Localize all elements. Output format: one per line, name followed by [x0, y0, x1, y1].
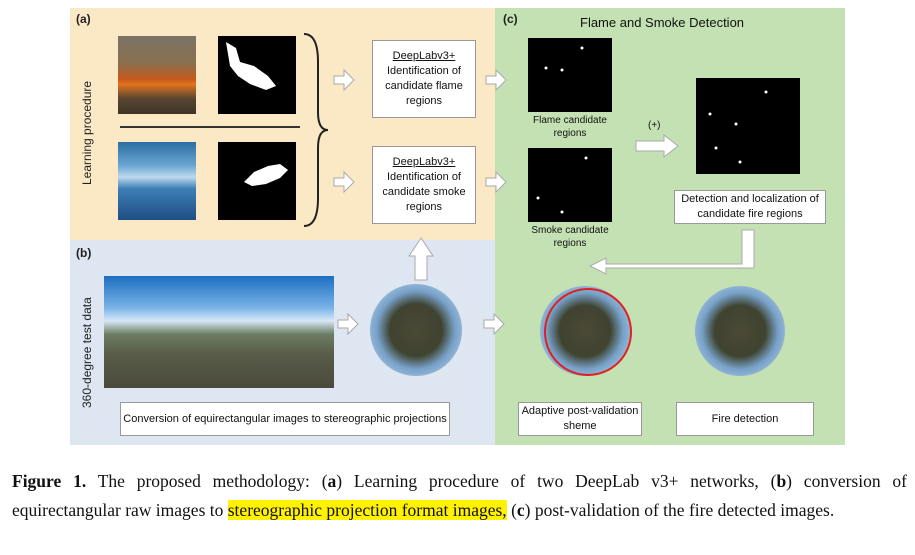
arrow-bend-down-icon	[588, 229, 755, 275]
panel-b-label: (b)	[76, 246, 92, 260]
side-label-learning: Learning procedure	[80, 80, 94, 185]
arrow-right-icon	[485, 68, 507, 92]
stereographic-projection-image	[370, 284, 462, 376]
arrow-right-icon	[337, 312, 359, 336]
fire-detection-image	[695, 286, 785, 376]
figure-label: Figure 1.	[12, 471, 87, 491]
caption-letter-b: b	[776, 471, 787, 491]
figure-caption: Figure 1. The proposed methodology: (a) …	[12, 467, 907, 525]
smoke-network-title: DeepLabv3+	[392, 156, 456, 169]
smoke-network-text: Identification of candidate smoke region…	[382, 171, 466, 213]
caption-letter-a: a	[327, 471, 337, 491]
flame-candidate-caption: Flame candidate regions	[533, 115, 607, 139]
flame-network-text: Identification of candidate flame region…	[385, 65, 463, 107]
combined-mask-image	[696, 78, 800, 174]
arrow-right-icon	[485, 170, 507, 194]
smoke-network-box: DeepLabv3+ Identification of candidate s…	[372, 146, 476, 224]
caption-text: The proposed methodology: (	[86, 471, 328, 491]
smoke-training-photo	[118, 142, 196, 220]
caption-text: ) Learning procedure of two DeepLab v3+ …	[336, 471, 777, 491]
flame-mask-image	[218, 36, 296, 114]
smoke-candidate-caption: Smoke candidate regions	[531, 225, 609, 249]
flame-network-title: DeepLabv3+	[392, 50, 456, 63]
flame-training-photo	[118, 36, 196, 114]
caption-text: ) post-validation of the fire detected i…	[524, 500, 835, 520]
detection-box: Detection and localization of candidate …	[674, 190, 826, 224]
panel-c-title: Flame and Smoke Detection	[580, 15, 745, 30]
side-label-test-data: 360-degree test data	[80, 297, 94, 408]
caption-text: (	[506, 500, 517, 520]
arrow-up-icon	[408, 237, 434, 281]
divider-line	[120, 126, 300, 128]
panel-a-label: (a)	[76, 12, 91, 26]
caption-text: ) conversion of equirectangular raw imag…	[12, 471, 907, 520]
adaptive-validation-box: Adaptive post-validation sheme	[518, 402, 642, 436]
fire-detection-box: Fire detection	[676, 402, 814, 436]
brace-icon	[303, 33, 329, 227]
equirectangular-photo	[104, 276, 334, 388]
plus-operator: (+)	[648, 120, 661, 131]
flame-candidate-image	[528, 38, 612, 112]
smoke-mask-image	[218, 142, 296, 220]
detection-circle	[544, 288, 632, 376]
conversion-box: Conversion of equirectangular images to …	[120, 402, 450, 436]
arrow-right-icon	[333, 68, 355, 92]
caption-highlight: stereographic projection format images,	[227, 500, 507, 520]
arrow-right-icon	[333, 170, 355, 194]
panel-c-label: (c)	[503, 12, 518, 26]
flame-network-box: DeepLabv3+ Identification of candidate f…	[372, 40, 476, 118]
caption-letter-c: c	[516, 500, 525, 520]
arrow-right-icon	[483, 312, 505, 336]
arrow-right-icon	[635, 134, 679, 158]
smoke-candidate-image	[528, 148, 612, 222]
